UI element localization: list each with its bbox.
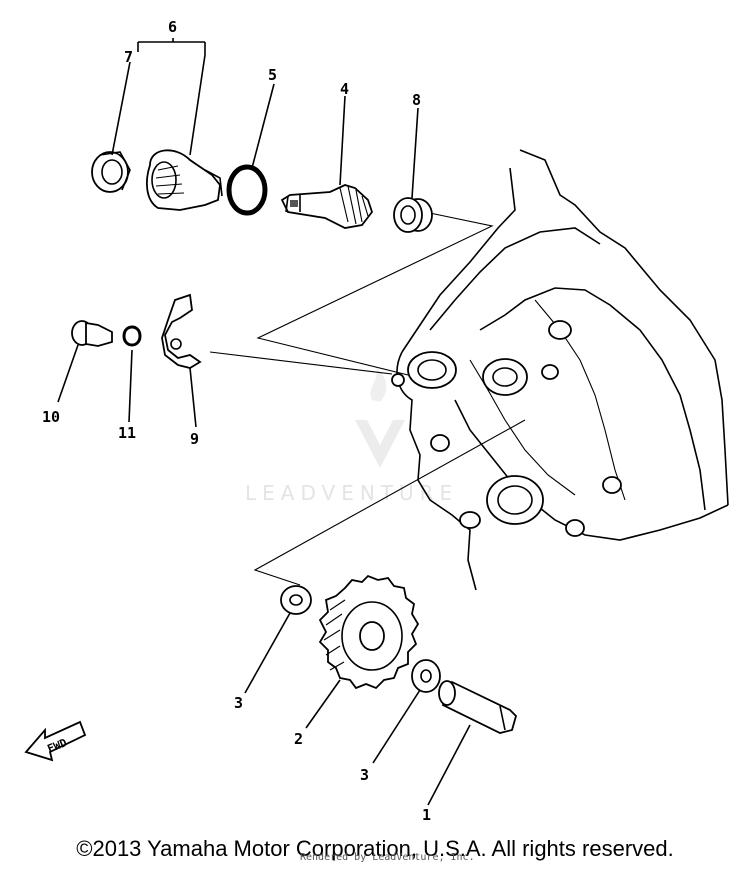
washer-3-upper [280, 585, 312, 615]
callout-8: 8 [412, 91, 421, 109]
rendered-by-note: Rendered by LeadVenture, Inc. [300, 852, 475, 863]
idle-gear-bore [486, 475, 544, 525]
callout-5: 5 [268, 66, 277, 84]
callout-1: 1 [422, 806, 431, 824]
callout-2: 2 [294, 730, 303, 748]
callout-7: 7 [124, 48, 133, 66]
copyright-notice: ©2013 Yamaha Motor Corporation, U.S.A. A… [76, 836, 674, 861]
bushing-8 [393, 197, 433, 233]
oil-seal-7 [91, 151, 131, 193]
callout-10: 10 [42, 408, 60, 426]
watermark-text: LEADVENTURE [245, 481, 458, 505]
callout-3-lower: 3 [360, 766, 369, 784]
o-ring-5 [226, 164, 268, 216]
callout-numbers: 6 7 5 4 8 10 11 9 3 2 3 1 [42, 18, 431, 824]
gear-bore-boss [407, 351, 457, 389]
callout-4: 4 [340, 80, 349, 98]
idle-gear-2 [318, 574, 420, 690]
bolt-10 [71, 320, 113, 347]
reference-lines [209, 211, 526, 586]
watermark: LEADVENTURE [245, 368, 458, 505]
shaft-1 [438, 680, 518, 734]
bushing-6 [146, 149, 223, 211]
callout-6: 6 [168, 18, 177, 36]
shaft-bore-boss [482, 358, 528, 396]
callout-11: 11 [118, 424, 136, 442]
drive-gear-shaft-4 [280, 184, 374, 229]
plate-9 [161, 293, 202, 369]
washer-11 [122, 325, 142, 347]
washer-3-lower [411, 659, 441, 693]
callout-9: 9 [190, 430, 199, 448]
fwd-arrow: FWD [24, 720, 87, 762]
callout-3-upper: 3 [234, 694, 243, 712]
crankcase [391, 149, 729, 591]
leader-lines [57, 38, 471, 806]
